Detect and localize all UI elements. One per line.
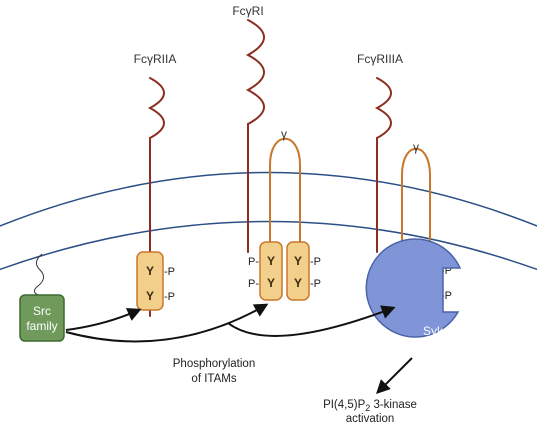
src-box — [19, 294, 65, 342]
membrane-outer — [0, 171, 537, 227]
tyrosine-fcgr2a-2: Y — [146, 289, 154, 303]
label-fcgr3a: FcγRIIIA — [357, 52, 403, 66]
phospho-fcgr1-right-1: -P — [310, 256, 321, 268]
pi3k-suffix: 3-kinase — [370, 399, 417, 411]
tyrosine-fcgr2a-1: Y — [146, 264, 154, 278]
arrow-src-to-fcgr2a — [65, 308, 142, 331]
gamma-chain-fcgr3a — [401, 147, 431, 250]
arrow-branch-to-fcgr3a — [227, 305, 396, 337]
pi3k-prefix: PI(4,5)P — [323, 399, 366, 411]
pi3k-subscript: 2 — [365, 403, 370, 413]
itam-fcgr1-right — [286, 241, 310, 301]
fcgr1-ig-domains — [245, 19, 265, 125]
fcgr2a-ig-domains — [147, 77, 165, 139]
gamma-chain-fcgr1 — [269, 137, 301, 250]
phospho-fcgr3a-right-1: -P — [441, 265, 452, 277]
pi3k-caption-line1: PI(4,5)P2 3-kinase — [323, 399, 417, 413]
phospho-fcgr1-left-1: P- — [248, 256, 259, 268]
arrows — [65, 303, 413, 394]
itam-fcgr1-left — [259, 241, 283, 301]
phosphorylation-caption-line1: Phosphorylation — [173, 358, 255, 370]
membrane-inner — [0, 220, 537, 271]
fcgr3a-ig-domains — [374, 77, 392, 139]
phospho-fcgr3a-right-2: -P — [441, 290, 452, 302]
syk-kinase-shape — [365, 238, 462, 338]
phospho-fcgr1-left-2: P- — [248, 278, 259, 290]
label-fcgr1: FcγRI — [232, 4, 263, 18]
src-label-line1: Src — [33, 304, 51, 318]
syk-label-line1: Syk — [423, 324, 444, 338]
src-family-kinase: Src family — [19, 253, 65, 342]
phospho-fcgr2a-2: -P — [164, 291, 175, 303]
pi3k-caption-line2: activation — [346, 413, 395, 425]
fcgr3a-receptor — [374, 77, 392, 253]
phospho-fcgr1-right-2: -P — [310, 278, 321, 290]
fcgr1-receptor — [245, 19, 265, 253]
label-fcgr2a: FcγRIIA — [134, 52, 177, 66]
src-label-line2: family — [26, 319, 57, 333]
tyrosine-fcgr1-l1: Y — [267, 254, 275, 268]
tyrosine-fcgr1-l2: Y — [267, 276, 275, 290]
itam-fcgr2a — [136, 251, 164, 311]
gamma-label-fcgr1: γ — [281, 127, 287, 141]
tyrosine-fcgr1-r2: Y — [294, 276, 302, 290]
phospho-fcgr2a-1: -P — [164, 266, 175, 278]
gamma-label-fcgr3a: γ — [413, 140, 419, 154]
syk-label-line2: kinase — [416, 339, 451, 353]
arrow-src-to-fcgr1 — [65, 303, 269, 343]
src-lipid-anchor — [34, 253, 44, 297]
arrow-syk-to-pi3k — [376, 357, 413, 394]
phosphorylation-caption-line2: of ITAMs — [191, 373, 236, 385]
tyrosine-fcgr1-r1: Y — [294, 254, 302, 268]
